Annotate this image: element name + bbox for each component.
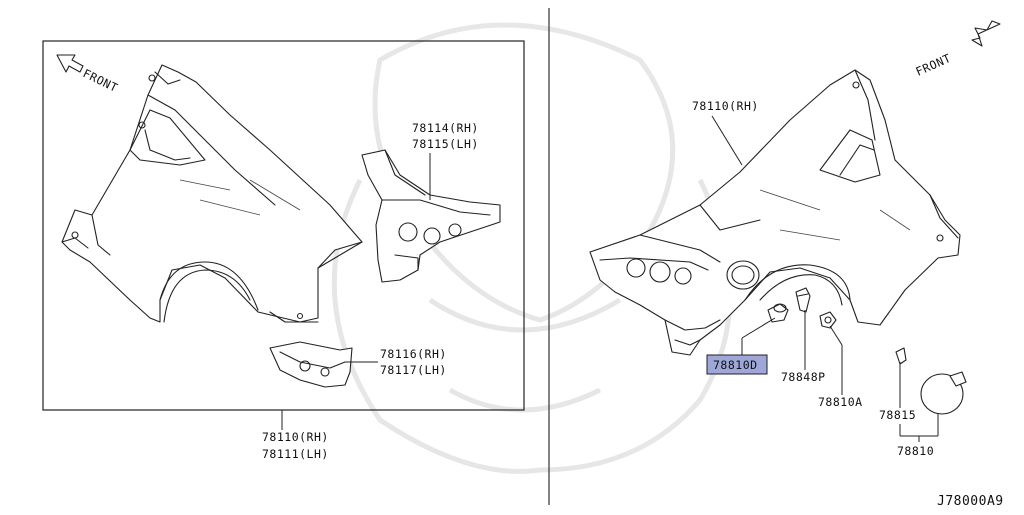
label-78810A: 78810A xyxy=(818,395,863,409)
front-arrow-icon-left xyxy=(56,54,84,73)
label-78110-left: 78110(RH) xyxy=(262,430,329,444)
rear-fender-right-drawing xyxy=(589,69,961,356)
label-78111: 78111(LH) xyxy=(262,447,329,461)
cable-78810A-drawing xyxy=(819,311,837,329)
label-78815: 78815 xyxy=(879,408,916,422)
front-label-right: FRONT xyxy=(914,51,954,79)
label-78115: 78115(LH) xyxy=(412,137,479,151)
leader-78110-right xyxy=(711,115,743,166)
leader-78810A-b xyxy=(829,325,843,346)
highlight-78810D xyxy=(706,354,768,375)
spring-78815-drawing xyxy=(895,347,907,365)
label-78810D: 78810D xyxy=(713,358,758,372)
label-78810: 78810 xyxy=(897,444,934,458)
inner-panel-78114-drawing xyxy=(361,149,501,283)
label-78848P: 78848P xyxy=(781,370,826,384)
diagram-code: J78000A9 xyxy=(937,494,1004,509)
front-arrow-icon-right xyxy=(971,20,1001,47)
leader-78810D-b xyxy=(741,317,776,339)
fuel-lid-78810-drawing xyxy=(920,371,967,415)
clip-78848P-drawing xyxy=(795,287,811,313)
grommet-78810D-drawing xyxy=(767,303,789,323)
rear-fender-left-drawing xyxy=(61,64,363,323)
label-78114: 78114(RH) xyxy=(412,121,479,135)
label-78116: 78116(RH) xyxy=(380,347,447,361)
label-78110-right: 78110(RH) xyxy=(692,99,759,113)
left-group-frame xyxy=(42,40,525,411)
label-78117: 78117(LH) xyxy=(380,363,447,377)
lower-bracket-78116-drawing xyxy=(269,341,353,388)
front-label-left: FRONT xyxy=(81,66,121,95)
